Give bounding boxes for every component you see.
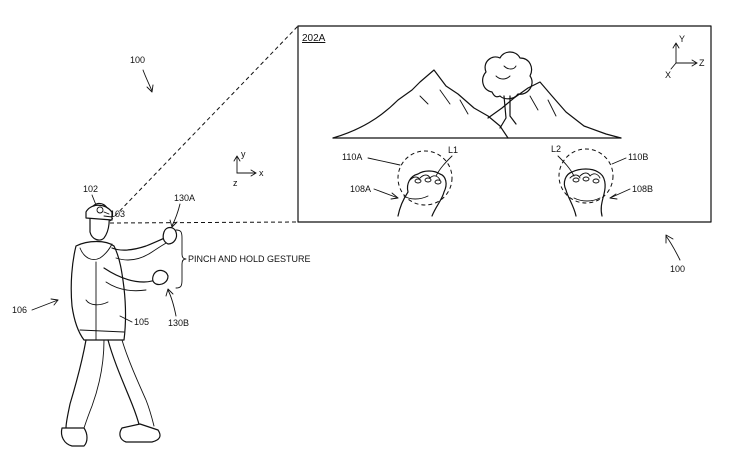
user-shoe-right [120,424,160,442]
hand-a-ref-label: 130A [174,193,195,203]
hand-b-ref-label: 130B [168,318,189,328]
panel-axis-x-label: X [665,70,671,80]
panel-axes-icon: Y Z X [665,34,705,80]
gesture-label: PINCH AND HOLD GESTURE [188,254,311,264]
panel-axis-y-label: Y [679,34,685,44]
panel-axis-z-label: Z [699,58,705,68]
user-figure [61,203,176,446]
camera-ref-label: 103 [110,209,125,219]
zone-right-ref-label: 110B [628,152,648,162]
system-ref-top: 100 [130,55,153,92]
label-l1: L1 [448,145,458,155]
world-axes-icon: y x z [233,149,264,188]
virtual-hand-left: 110A 108A L1 [342,145,458,216]
user-leg-right [108,340,140,428]
body-ref-label: 105 [134,317,149,327]
hand-left-ref-label: 108A [350,184,371,194]
hand-130b-icon [153,270,168,284]
hand-right-ref-label: 108B [632,184,653,194]
world-axis-x-label: x [259,168,264,178]
user-arm-upper [112,236,170,250]
world-axis-z-label: z [233,178,238,188]
hmd-ref-label: 102 [83,184,98,194]
label-l2: L2 [551,144,561,154]
user-torso [71,242,125,341]
zone-left-ref-label: 110A [342,152,362,162]
fov-line-bottom [110,222,298,223]
mountain-landscape [333,70,621,138]
gesture-bracket: PINCH AND HOLD GESTURE [176,230,311,288]
system-ref-label-top: 100 [130,55,145,65]
virtual-view-panel: 202A Y Z X [298,26,711,222]
user-ref-label: 106 [12,305,27,315]
panel-ref-label: 202A [302,33,326,44]
world-axis-y-label: y [241,149,246,159]
system-ref-label-bottom: 100 [670,264,685,274]
virtual-hand-right: L2 110B 108B [551,144,653,216]
user-leg-left [66,340,86,428]
hand-130a-icon [163,228,176,245]
system-ref-bottom: 100 [666,235,685,274]
user-shoe-left [61,428,87,446]
